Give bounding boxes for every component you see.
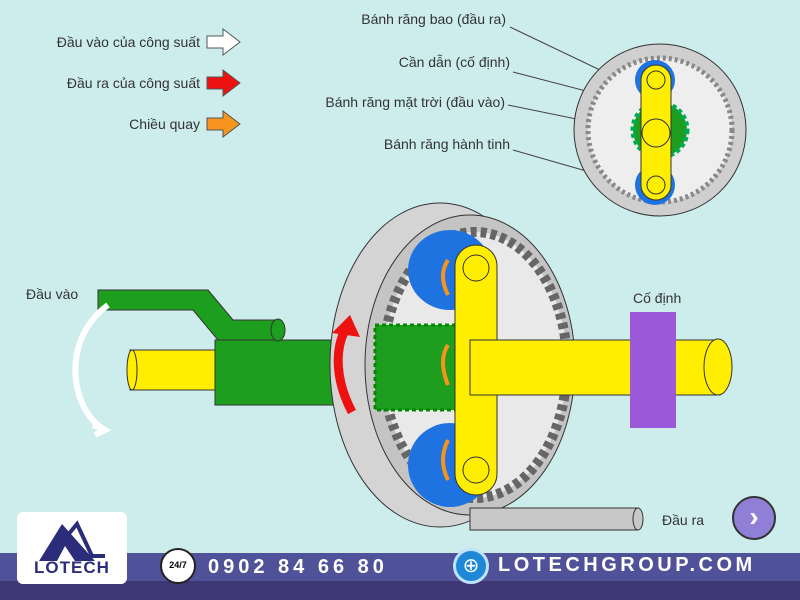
phone-number[interactable]: 0902 84 66 80 xyxy=(208,556,388,578)
legend-arrow-white xyxy=(206,27,241,57)
phone-247-icon: 24/7 xyxy=(160,548,196,584)
label-ring-gear: Bánh răng bao (đầu ra) xyxy=(361,11,506,27)
phone-badge-text: 24/7 xyxy=(169,560,187,570)
label-planet-gear: Bánh răng hành tinh xyxy=(383,136,510,152)
label-fixed: Cố định xyxy=(633,290,682,306)
sun-gear xyxy=(373,323,467,412)
globe-icon: ⊕ xyxy=(453,548,489,584)
output-rotation-arrow xyxy=(332,315,360,415)
legend-rotation-label: Chiều quay xyxy=(129,116,200,132)
fixed-block xyxy=(630,312,676,428)
legend-output-label: Đầu ra của công suất xyxy=(66,75,200,91)
label-input: Đầu vào xyxy=(26,286,79,302)
carrier xyxy=(454,244,733,496)
legend-input-label: Đầu vào của công suất xyxy=(56,34,200,50)
label-output: Đầu ra xyxy=(662,512,705,528)
logo-mark-icon xyxy=(39,520,105,561)
website-link[interactable]: LOTECHGROUP.COM xyxy=(498,554,756,576)
next-button[interactable]: › xyxy=(732,496,776,540)
footer-bar xyxy=(0,553,800,600)
label-sun-gear: Bánh răng mặt trời (đầu vào) xyxy=(325,94,505,110)
legend-arrow-red xyxy=(206,68,241,98)
chevron-right-icon: › xyxy=(749,501,759,532)
legend-arrow-orange xyxy=(206,109,241,139)
planet-rotation-arrows xyxy=(441,258,450,481)
input-rotation-arrow xyxy=(72,302,112,438)
lotech-logo: LOTECH xyxy=(17,512,127,584)
logo-text: LOTECH xyxy=(34,558,110,577)
output-shaft xyxy=(469,507,644,531)
label-carrier: Cần dẫn (cố định) xyxy=(398,54,510,70)
inset-gear-view xyxy=(573,43,747,217)
